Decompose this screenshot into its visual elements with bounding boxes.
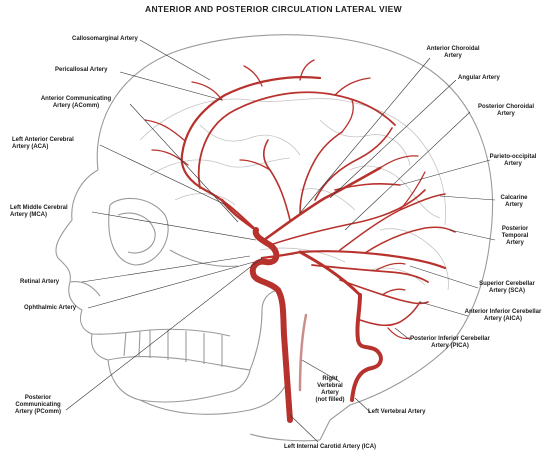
label-posterior-choroidal-artery: Posterior Choroidal Artery [470, 104, 542, 118]
label-post-temporal-line1: Posterior [494, 226, 536, 233]
label-aica-line2: Artery (AICA) [460, 316, 546, 323]
label-parieto-line2: Artery [484, 161, 542, 168]
left-internal-carotid-artery [253, 230, 290, 420]
label-pericallosal-artery: Pericallosal Artery [55, 67, 107, 74]
label-mca-line1: Left Middle Cerebral [10, 205, 68, 212]
right-vertebral-artery [300, 315, 306, 390]
posterior-communicating-artery [262, 252, 300, 258]
left-middle-cerebral-artery [264, 168, 380, 240]
label-post-temporal-line3: Artery [494, 240, 536, 247]
label-ant-choroidal-line2: Artery [420, 53, 486, 60]
label-sca-line1: Superior Cerebellar [470, 281, 544, 288]
label-aica-line1: Anterior Inferior Cerebellar [460, 309, 546, 316]
label-anterior-inferior-cerebellar-artery: Anterior Inferior Cerebellar Artery (AIC… [460, 309, 546, 323]
label-left-middle-cerebral-artery: Left Middle Cerebral Artery (MCA) [10, 205, 68, 219]
label-left-vertebral-artery: Left Vertebral Artery [368, 409, 425, 416]
label-ophthalmic-artery: Ophthalmic Artery [24, 305, 76, 312]
anterior-inferior-cerebellar-artery [340, 280, 428, 303]
label-anterior-communicating-artery: Anterior Communicating Artery (AComm) [22, 96, 130, 110]
label-rva-line1: Right [308, 376, 352, 383]
basilar-artery [300, 252, 360, 295]
superior-cerebellar-artery [312, 265, 428, 282]
posterior-inferior-cerebellar-artery [360, 302, 420, 325]
label-mca-line2: Artery (MCA) [10, 212, 68, 219]
callosomarginal-artery [199, 92, 395, 188]
label-acomm-line1: Anterior Communicating [22, 96, 130, 103]
label-callosomarginal-artery: Callosomarginal Artery [72, 36, 138, 43]
label-pcomm-line1: Posterior [4, 395, 72, 402]
label-post-temporal-line2: Temporal [494, 233, 536, 240]
label-parieto-line1: Parieto-occipital [484, 154, 542, 161]
label-pcomm-line2: Communicating [4, 402, 72, 409]
label-calcarine-artery: Calcarine Artery [494, 195, 534, 209]
label-retinal-artery: Retinal Artery [20, 279, 59, 286]
label-posterior-temporal-artery: Posterior Temporal Artery [494, 226, 536, 247]
label-sca-line2: Artery (SCA) [470, 288, 544, 295]
label-acomm-line2: Artery (AComm) [22, 103, 130, 110]
left-vertebral-artery [352, 295, 381, 400]
label-calcarine-line2: Artery [494, 202, 534, 209]
label-anterior-choroidal-artery: Anterior Choroidal Artery [420, 46, 486, 60]
label-post-choroidal-line2: Artery [470, 111, 542, 118]
label-calcarine-line1: Calcarine [494, 195, 534, 202]
label-posterior-inferior-cerebellar-artery: Posterior Inferior Cerebellar Artery (PI… [404, 336, 496, 350]
arteries [145, 60, 455, 420]
label-parieto-occipital-artery: Parieto-occipital Artery [484, 154, 542, 168]
label-posterior-communicating-artery: Posterior Communicating Artery (PComm) [4, 395, 72, 416]
anterior-choroidal-artery [270, 190, 425, 245]
label-angular-artery: Angular Artery [458, 75, 500, 82]
label-right-vertebral-artery: Right Vertebral Artery (not filled) [308, 376, 352, 404]
label-left-anterior-cerebral-artery: Left Anterior Cerebral Artery (ACA) [12, 137, 74, 151]
brain-gyri [140, 99, 448, 290]
label-rva-line4: (not filled) [308, 397, 352, 404]
label-pica-line2: Artery (PICA) [404, 343, 496, 350]
label-pcomm-line3: Artery (PComm) [4, 409, 72, 416]
label-post-choroidal-line1: Posterior Choroidal [470, 104, 542, 111]
label-aca-line1: Left Anterior Cerebral [12, 137, 74, 144]
label-pica-line1: Posterior Inferior Cerebellar [404, 336, 496, 343]
label-aca-line2: Artery (ACA) [12, 144, 74, 151]
label-superior-cerebellar-artery: Superior Cerebellar Artery (SCA) [470, 281, 544, 295]
label-rva-line2: Vertebral [308, 383, 352, 390]
label-rva-line3: Artery [308, 390, 352, 397]
label-left-internal-carotid-artery: Left Internal Carotid Artery (ICA) [250, 444, 410, 451]
label-ant-choroidal-line1: Anterior Choroidal [420, 46, 486, 53]
